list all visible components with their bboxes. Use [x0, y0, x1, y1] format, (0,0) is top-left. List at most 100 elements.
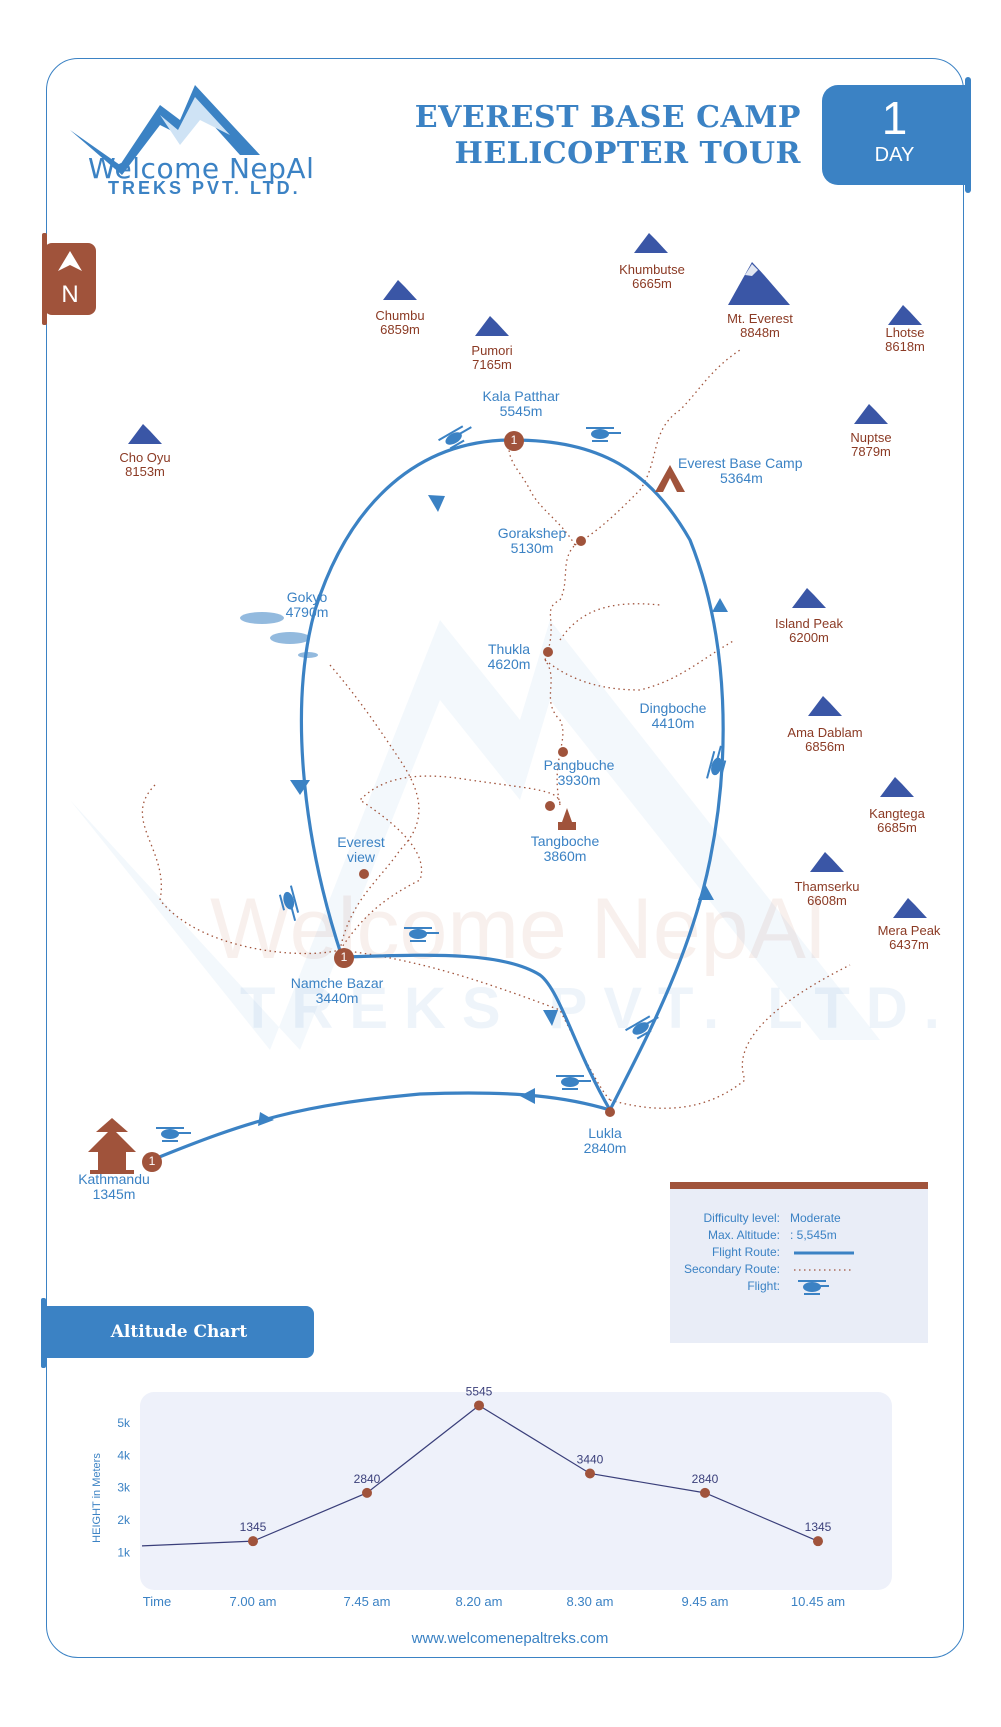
altitude-point	[700, 1487, 710, 1498]
secondary-routes	[141, 349, 851, 1109]
logo-mountain-icon	[70, 85, 260, 175]
legend-helicopter-icon	[798, 1280, 829, 1295]
day-number: 1	[881, 92, 908, 144]
start-badges	[142, 431, 524, 1172]
watermark-line1: Welcome NepAl	[210, 881, 825, 977]
page-title: EVEREST BASE CAMP HELICOPTER TOUR	[415, 100, 801, 172]
x-tick-label: 8.20 am	[456, 1594, 503, 1609]
mera-peak-icon	[893, 898, 927, 918]
altitude-point	[585, 1468, 595, 1479]
north-arrow-icon	[58, 251, 82, 271]
background-mountain-icon	[70, 620, 880, 1050]
y-tick-label: 5k	[117, 1416, 131, 1430]
legend-difficulty-value: Moderate	[790, 1211, 841, 1225]
y-tick-label: 2k	[117, 1513, 131, 1527]
lhotse-peak-icon	[888, 305, 922, 325]
poster-frame	[46, 58, 964, 1658]
gokyo-lakes-icon	[240, 612, 318, 658]
altitude-point	[813, 1536, 823, 1547]
website-url[interactable]: www.welcomenepaltreks.com	[340, 1630, 680, 1647]
flight-routes	[151, 438, 725, 1162]
title-line2: HELICOPTER TOUR	[454, 136, 801, 171]
north-indicator: N	[42, 233, 96, 325]
title-line1: EVEREST BASE CAMP	[414, 100, 801, 135]
x-tick-label: 9.45 am	[682, 1594, 729, 1609]
watermark-line2: TREKS PVT. LTD.	[240, 976, 956, 1041]
everest-peak-icon	[728, 262, 790, 305]
altitude-data-label: 1345	[240, 1520, 267, 1534]
badge-namche: 1	[340, 950, 348, 964]
cho-oyu-peak-icon	[128, 424, 162, 444]
altitude-chart-background	[140, 1392, 892, 1590]
badge-kathmandu: 1	[148, 1154, 156, 1168]
route-direction-arrows	[258, 495, 728, 1126]
nuptse-peak-icon	[854, 404, 888, 424]
y-axis-label: HEIGHT in Meters	[91, 1453, 103, 1543]
altitude-data-label: 1345	[805, 1520, 832, 1534]
legend-secondary-route-label: Secondary Route:	[683, 1262, 780, 1276]
peak-icons	[128, 233, 927, 918]
x-axis-label: Time	[143, 1594, 171, 1609]
legend-flight-label: Flight:	[747, 1279, 780, 1293]
logo-name: Welcome NepAl	[88, 152, 315, 185]
x-tick-label: 7.45 am	[344, 1594, 391, 1609]
ama-dablam-peak-icon	[808, 696, 842, 716]
chumbu-peak-icon	[383, 280, 417, 300]
altitude-data-label: 2840	[354, 1472, 381, 1486]
tent-icon	[655, 465, 685, 492]
x-tick-label: 10.45 am	[791, 1594, 845, 1609]
legend-max-alt-value: : 5,545m	[790, 1228, 837, 1242]
north-label: N	[61, 281, 79, 308]
badge-kala-patthar: 1	[510, 433, 518, 447]
legend-secondary-route-line	[794, 1269, 854, 1271]
logo-subtitle: TREKS PVT. LTD.	[108, 178, 301, 198]
legend-max-alt-label: Max. Altitude:	[707, 1228, 780, 1242]
helicopter-icons	[156, 425, 727, 1142]
altitude-data-label: 3440	[577, 1452, 604, 1466]
altitude-point	[248, 1536, 258, 1547]
altitude-data-label: 5545	[466, 1384, 493, 1398]
thamserku-peak-icon	[810, 852, 844, 872]
y-tick-label: 1k	[117, 1545, 131, 1559]
day-flag: 1 DAY	[822, 77, 971, 193]
stop-markers	[359, 536, 615, 1117]
khumbutse-peak-icon	[634, 233, 668, 253]
altitude-point	[474, 1400, 484, 1411]
altitude-data-label: 2840	[692, 1472, 719, 1486]
kangtega-peak-icon	[880, 777, 914, 797]
day-unit: DAY	[874, 144, 915, 166]
altitude-point	[362, 1487, 372, 1498]
legend-panel: Difficulty level: Moderate Max. Altitude…	[670, 1182, 928, 1343]
pagoda-icon	[88, 1118, 136, 1174]
legend-flight-route-label: Flight Route:	[711, 1245, 780, 1259]
stupa-icon	[558, 808, 576, 830]
route-map	[70, 233, 927, 1174]
y-tick-label: 3k	[117, 1481, 131, 1495]
legend-difficulty-label: Difficulty level:	[703, 1211, 780, 1225]
